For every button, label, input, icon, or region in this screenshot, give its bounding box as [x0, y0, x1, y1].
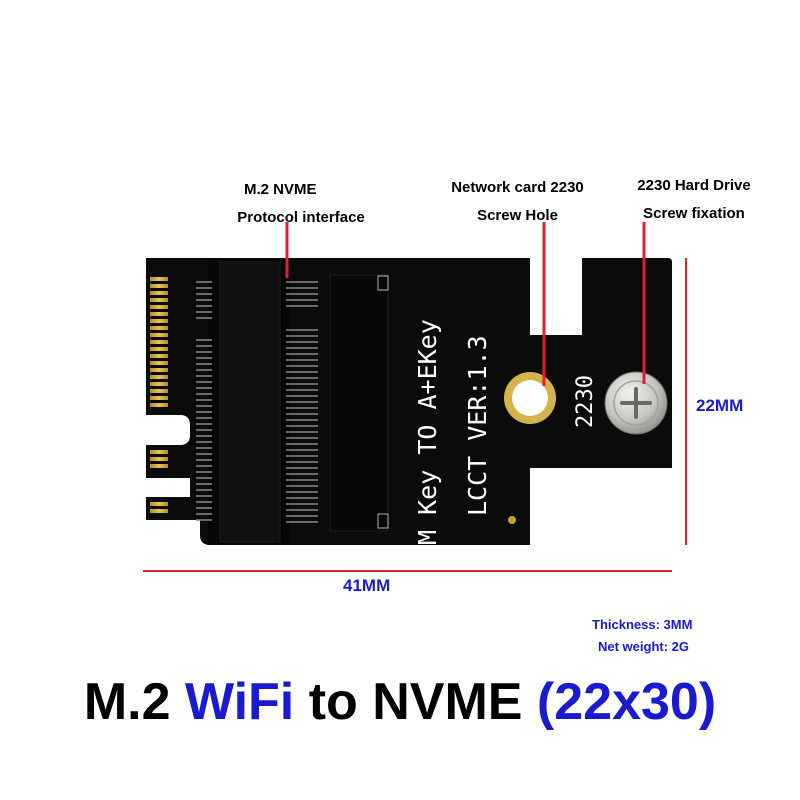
title-part3: to NVME	[294, 673, 537, 731]
silk-text-line2: LCCT VER:1.3	[463, 335, 492, 516]
connector-pins-right	[286, 281, 318, 523]
title-part4: (22x30)	[536, 673, 717, 731]
silk-text-size: 2230	[573, 375, 598, 428]
network-card-label: Network card 2230 Screw Hole	[430, 174, 605, 230]
connector-pins-left	[196, 281, 212, 521]
gold-fingers-lower	[150, 450, 168, 513]
gold-fingers-main	[150, 277, 168, 407]
card-slot	[329, 274, 389, 532]
width-dimension-label: 41MM	[343, 576, 391, 595]
nvme-label-line1: M.2 NVME	[244, 181, 317, 198]
title-part1: M.2	[83, 673, 185, 731]
product-title: M.2 WiFi to NVME (22x30)	[0, 672, 800, 732]
silk-text-line1: M Key TO A+EKey	[413, 319, 442, 545]
title-part2: WiFi	[184, 673, 295, 731]
height-dimension-label: 22MM	[696, 396, 744, 415]
thickness-spec: Thickness: 3MM	[592, 617, 693, 632]
specs-block: Thickness: 3MM Net weight: 2G	[592, 614, 692, 658]
network-card-label-line2: Screw Hole	[477, 207, 558, 224]
hard-drive-label: 2230 Hard Drive Screw fixation	[614, 172, 774, 228]
nvme-label-line2: Protocol interface	[237, 209, 365, 226]
hard-drive-label-line2: Screw fixation	[643, 205, 745, 222]
weight-spec: Net weight: 2G	[598, 639, 690, 654]
nvme-label: M.2 NVME Protocol interface	[226, 176, 376, 232]
hard-drive-label-line1: 2230 Hard Drive	[637, 177, 751, 194]
network-card-label-line1: Network card 2230	[451, 179, 584, 196]
